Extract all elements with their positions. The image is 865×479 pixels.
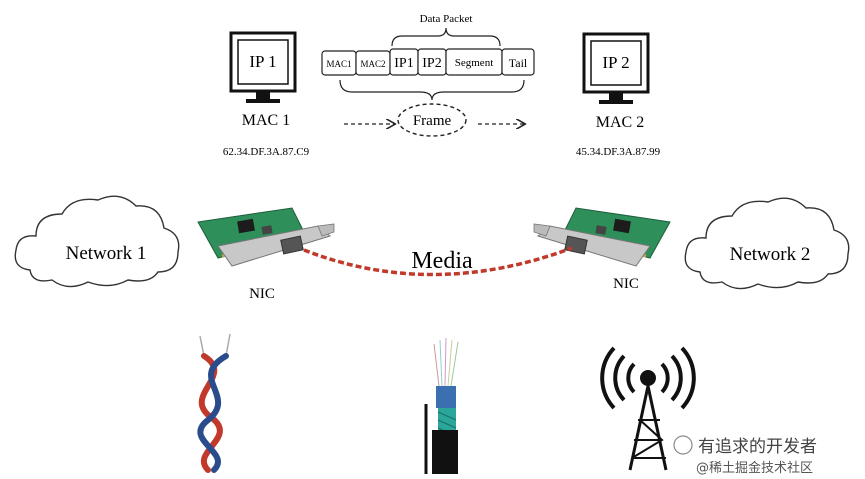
watermark-line2: @稀土掘金技术社区	[696, 460, 813, 476]
wireless-tower-icon	[600, 346, 696, 471]
watermark: 有追求的开发者 @稀土掘金技术社区	[673, 435, 817, 476]
frame-label: Frame	[413, 113, 452, 129]
host2-screen-label: IP 2	[602, 53, 629, 72]
packet-fields	[321, 48, 535, 76]
nic2-card-icon	[533, 207, 671, 267]
frame-ellipse	[397, 103, 467, 137]
packet-field-ip2-label: IP2	[422, 56, 441, 71]
network1-cloud-icon	[14, 195, 180, 288]
packet-bottom-brace	[339, 79, 525, 101]
packet-field-mac2-label: MAC2	[360, 59, 385, 69]
nic1-card-icon	[197, 207, 335, 267]
host1-mac-address: 62.34.DF.3A.87.C9	[223, 146, 310, 158]
twisted-pair-wire-icon	[197, 333, 231, 473]
packet-field-tail	[501, 48, 535, 76]
fiber-optic-cable-icon	[424, 337, 459, 474]
host2-mac-address: 45.34.DF.3A.87.99	[576, 146, 661, 158]
nic2-label: NIC	[613, 276, 639, 292]
monitor-2-icon	[582, 32, 650, 104]
network2-cloud-icon	[684, 197, 850, 290]
media-label: Media	[411, 248, 473, 274]
host2-mac-label: MAC 2	[596, 114, 644, 131]
host1-screen-label: IP 1	[249, 52, 276, 71]
packet-field-ip1-label: IP1	[394, 56, 413, 71]
network2-label: Network 2	[730, 244, 811, 265]
packet-field-tail-label: Tail	[509, 56, 528, 70]
monitor-1-icon	[229, 31, 297, 103]
packet-top-brace	[391, 27, 501, 47]
watermark-line1: 有追求的开发者	[698, 437, 817, 457]
packet-title: Data Packet	[420, 13, 473, 25]
network1-label: Network 1	[66, 243, 147, 264]
packet-field-mac1-label: MAC1	[326, 59, 351, 69]
host1-mac-label: MAC 1	[242, 112, 290, 129]
media-cable-line	[303, 246, 573, 277]
packet-field-segment-label: Segment	[455, 57, 494, 69]
nic1-label: NIC	[249, 286, 275, 302]
